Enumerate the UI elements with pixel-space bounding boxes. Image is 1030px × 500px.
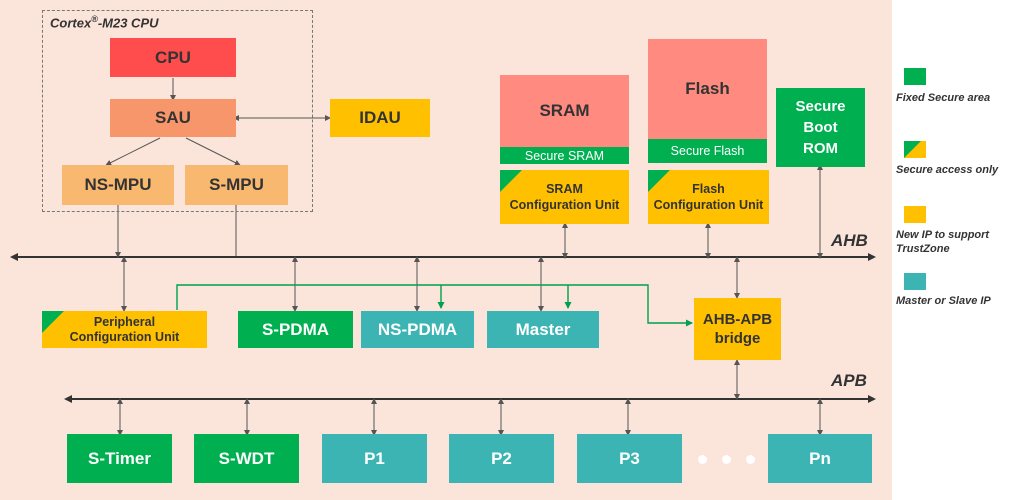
sram-config-block: SRAM Configuration Unit <box>500 170 629 224</box>
s-timer-block: S-Timer <box>67 434 172 483</box>
p3-block: P3 <box>577 434 682 483</box>
legend-label-master-slave: Master or Slave IP <box>896 295 991 307</box>
master-block: Master <box>487 311 599 348</box>
cpu-block: CPU <box>110 38 236 77</box>
ahb-apb-bridge-block: AHB-APB bridge <box>694 298 781 360</box>
ellipsis-dot <box>746 455 755 464</box>
config-path-line <box>176 284 693 327</box>
legend-label-fixed-secure: Fixed Secure area <box>896 92 991 104</box>
idau-block: IDAU <box>330 99 430 137</box>
legend-label-secure-access: Secure access only <box>896 164 999 176</box>
flash-block: Flash <box>648 39 767 139</box>
diagram-canvas: Cortex®-M23 CPU CPU SAU IDAU NS-MPU S-MP… <box>0 0 892 500</box>
peripheral-config-block: Peripheral Configuration Unit <box>42 311 207 348</box>
legend-swatch-fixed-secure <box>904 68 926 85</box>
pn-block: Pn <box>768 434 872 483</box>
sram-block: SRAM <box>500 75 629 147</box>
cpu-group-frame <box>42 10 313 212</box>
secure-corner-icon <box>648 170 670 192</box>
sram-config-label: SRAM Configuration Unit <box>509 182 620 212</box>
cpu-group-title: Cortex®-M23 CPU <box>50 14 159 31</box>
s-pdma-block: S-PDMA <box>238 311 353 348</box>
sau-block: SAU <box>110 99 236 137</box>
ns-pdma-block: NS-PDMA <box>361 311 474 348</box>
s-mpu-block: S-MPU <box>185 165 288 205</box>
s-wdt-block: S-WDT <box>194 434 299 483</box>
legend-swatch-master-slave <box>904 273 926 290</box>
ellipsis-dot <box>722 455 731 464</box>
secure-corner-icon <box>500 170 522 192</box>
secure-flash-block: Secure Flash <box>648 139 767 163</box>
flash-config-label: Flash Configuration Unit <box>653 182 764 212</box>
ns-mpu-block: NS-MPU <box>62 165 174 205</box>
ahb-bus-label: AHB <box>831 231 868 250</box>
legend-label-trustzone-ip: New IP to support TrustZone <box>896 229 990 255</box>
secure-corner-icon <box>42 311 64 333</box>
secure-boot-rom-block: Secure Boot ROM <box>776 88 865 167</box>
flash-config-block: Flash Configuration Unit <box>648 170 769 224</box>
connection-lines <box>10 78 876 436</box>
legend-swatch-secure-access <box>904 141 926 158</box>
ellipsis-dot <box>698 455 707 464</box>
p1-block: P1 <box>322 434 427 483</box>
peripheral-config-label: Peripheral Configuration Unit <box>69 314 180 344</box>
apb-bus-label: APB <box>831 371 867 390</box>
p2-block: P2 <box>449 434 554 483</box>
legend-swatch-trustzone-ip <box>904 206 926 223</box>
secure-sram-block: Secure SRAM <box>500 147 629 164</box>
